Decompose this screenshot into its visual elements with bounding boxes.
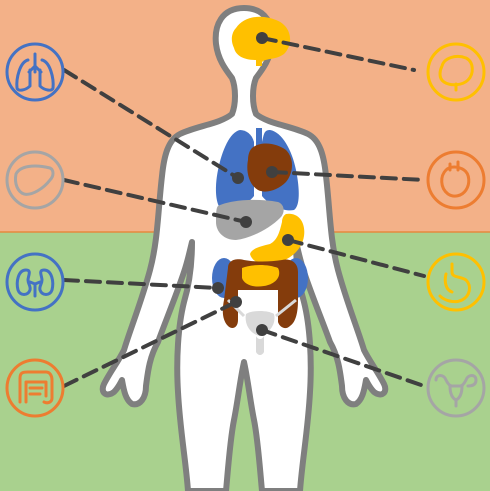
dot-lungs — [232, 172, 244, 184]
dot-brain — [256, 32, 268, 44]
dot-kidneys — [212, 282, 224, 294]
dot-stomach — [282, 234, 294, 246]
dot-intestines — [230, 296, 242, 308]
dot-liver — [240, 216, 252, 228]
dot-uterus — [256, 324, 268, 336]
dot-heart — [266, 166, 278, 178]
